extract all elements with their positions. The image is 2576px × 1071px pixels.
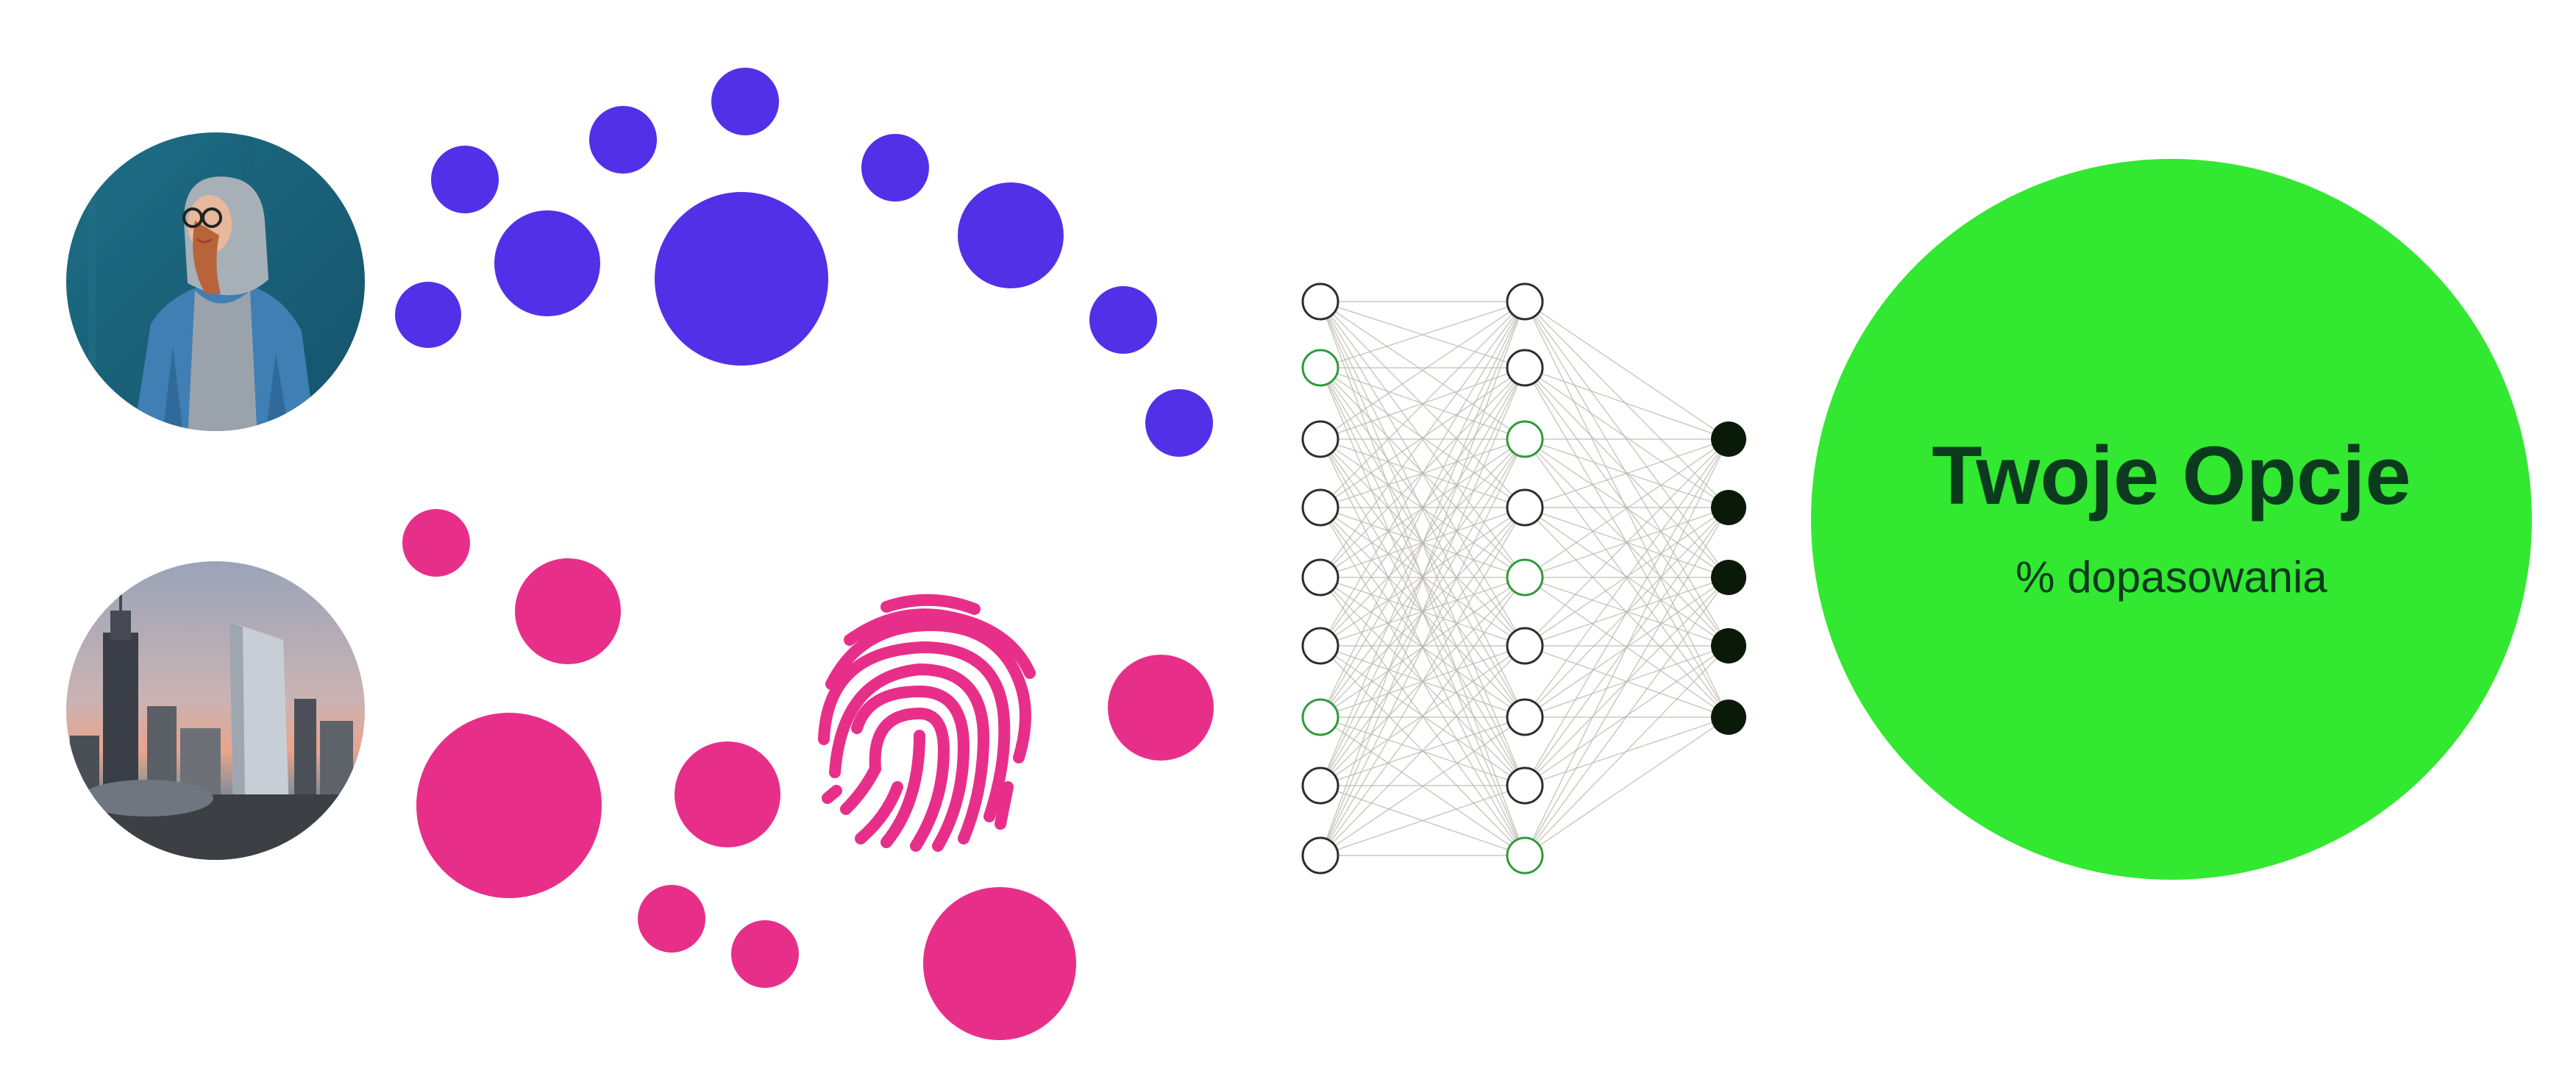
network-connection [1320,301,1526,856]
fingerprint-icon [818,594,1036,852]
result-circle: Twoje Opcje % dopasowania [1811,159,2532,880]
network-connection [1320,507,1526,856]
output-node [1711,560,1746,595]
network-connection [1524,507,1729,856]
blue-dot [494,210,600,316]
network-connection [1320,645,1526,856]
pink-dots-group [402,509,1214,1040]
network-connection [1320,301,1526,508]
pink-dot [1108,655,1214,761]
network-node [1301,627,1339,665]
blue-dots-group [395,68,1213,457]
network-connection [1320,301,1526,369]
network-node [1506,766,1544,805]
output-node [1711,628,1746,663]
network-connection [1320,301,1526,718]
network-connection [1524,716,1729,856]
blue-dot [861,134,929,202]
network-node [1301,558,1339,597]
output-node [1711,700,1746,735]
network-node [1506,558,1544,597]
network-connection [1524,438,1729,647]
blue-dot [1089,286,1157,354]
network-connection [1524,438,1729,786]
network-connection [1320,577,1526,856]
network-connection [1320,367,1526,440]
network-connection [1320,301,1526,440]
blue-dot [958,182,1064,288]
network-connection [1320,367,1526,786]
network-connection [1524,438,1729,578]
output-node [1711,490,1746,525]
result-subtitle: % dopasowania [2015,552,2327,602]
network-connection [1320,367,1526,647]
network-node [1301,420,1339,458]
blue-dot [655,192,828,366]
network-connection [1320,785,1526,856]
blue-dot [431,146,499,213]
network-node [1301,488,1339,527]
network-connection [1524,367,1729,440]
network-connection [1524,367,1729,647]
network-node [1301,349,1339,387]
pink-dot [416,713,602,898]
city-photo [66,561,365,860]
network-node [1506,488,1544,527]
pink-dot [731,920,799,988]
network-connection [1524,577,1729,856]
network-connection [1320,301,1526,647]
pink-dot [515,558,621,664]
network-connection [1524,438,1729,718]
result-title: Twoje Opcje [1932,430,2410,522]
pink-dot [638,885,705,953]
blue-dot [711,68,779,135]
network-node [1301,766,1339,805]
network-node [1506,627,1544,665]
network-node [1506,349,1544,387]
network-connection [1524,367,1729,578]
network-node [1506,420,1544,458]
network-connection [1320,438,1526,856]
network-connection [1320,716,1526,856]
network-node [1506,698,1544,736]
neural-network [1301,282,1746,875]
network-node [1301,698,1339,736]
network-node [1301,836,1339,875]
network-connection [1524,507,1729,647]
network-connection [1320,367,1526,856]
network-connection [1524,301,1729,508]
network-connection [1524,438,1729,508]
network-connection [1524,301,1729,718]
pink-dot [923,887,1076,1040]
blue-dot [1145,389,1213,457]
network-node [1506,282,1544,321]
pink-dot [675,741,780,847]
network-connection [1524,645,1729,856]
network-node [1301,282,1339,321]
network-connection [1524,301,1729,440]
network-connection [1320,301,1526,578]
person-photo [66,132,365,431]
network-connection [1320,367,1526,508]
network-connection [1320,367,1526,578]
network-connection [1524,367,1729,508]
network-connection [1524,438,1729,856]
network-connection [1320,301,1526,786]
output-node [1711,421,1746,457]
blue-dot [395,282,461,348]
pink-dot [402,509,470,577]
network-node [1506,836,1544,875]
blue-dot [589,106,657,174]
